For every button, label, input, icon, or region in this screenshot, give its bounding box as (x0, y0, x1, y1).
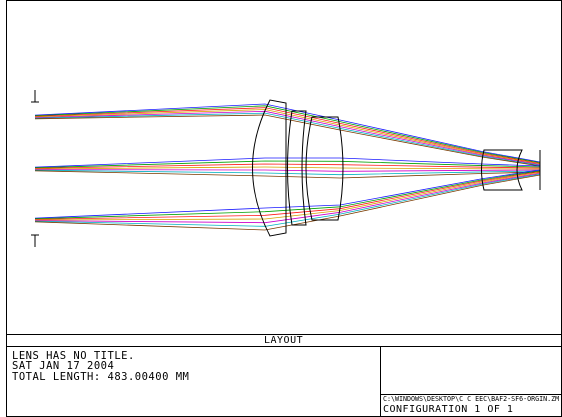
ray-bottom-6 (34, 174, 541, 231)
ray-center-5 (34, 169, 541, 176)
lens-element-1 (252, 99, 287, 237)
date-line: SAT JAN 17 2004 (12, 360, 115, 372)
field-marker-bottom (31, 234, 39, 247)
ray-top-2 (34, 107, 541, 164)
ray-center-1 (34, 160, 541, 169)
field-lens (481, 149, 523, 191)
file-path: C:\WINDOWS\DESKTOP\C C EEC\BAF2-SF6-ORGI… (383, 395, 560, 403)
ray-center-4 (34, 169, 541, 172)
lens-title-line: LENS HAS NO TITLE. (12, 350, 135, 362)
lens-element-2 (287, 110, 307, 226)
layout-title: LAYOUT (264, 335, 304, 346)
total-length-line: TOTAL LENGTH: 483.00400 MM (12, 371, 190, 383)
ray-top-0 (34, 103, 541, 163)
ray-center-2 (34, 163, 541, 169)
lens-element-3 (305, 116, 344, 221)
ray-bottom-4 (34, 172, 541, 224)
ray-center-6 (34, 170, 541, 179)
lens-elements (252, 99, 541, 237)
field-marker-top (31, 90, 39, 103)
ray-center-0 (34, 157, 541, 168)
configuration-label: CONFIGURATION 1 OF 1 (383, 404, 514, 415)
ray-top-3 (34, 109, 541, 165)
ray-top-1 (34, 105, 541, 164)
ray-center-3 (34, 166, 541, 170)
ray-bottom-5 (34, 173, 541, 227)
